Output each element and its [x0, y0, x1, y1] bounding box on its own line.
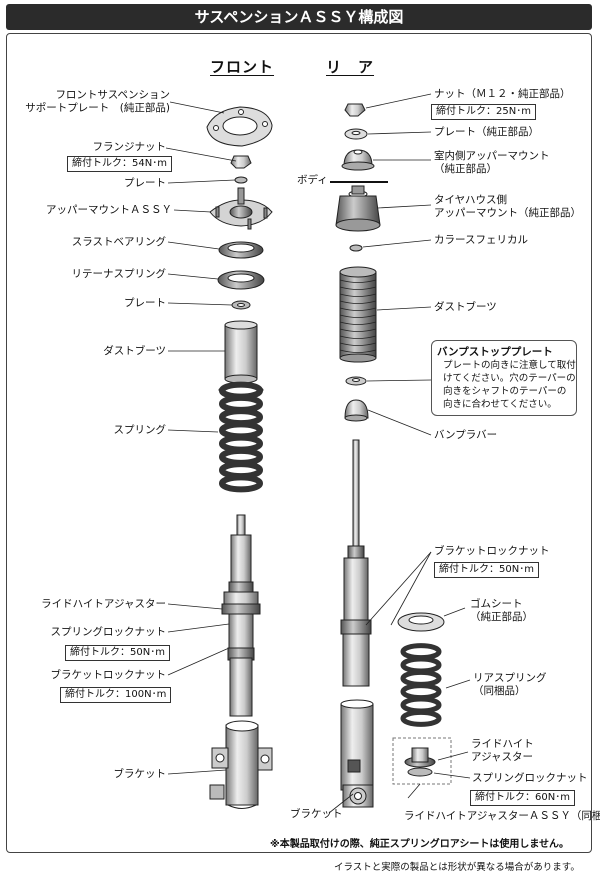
- spring-coil: [219, 421, 263, 440]
- label-rear-bracket: ブラケット: [290, 808, 343, 820]
- label-retainer-spring: リテーナスプリング: [71, 268, 167, 280]
- rear-spring-coils: [400, 643, 442, 727]
- front-upper-mount: [209, 187, 273, 230]
- label-rear-spring-lock-nut: スプリングロックナット: [472, 772, 588, 784]
- label-thrust-bearing: スラストベアリング: [71, 236, 166, 248]
- rear-bump-stop-plate: [345, 376, 367, 386]
- front-section-heading: フロント: [210, 58, 275, 76]
- front-retainer-spring: [217, 270, 265, 290]
- footnote-spring-seat: ※本製品取付けの際、純正スプリングロアシートは使用しません。: [270, 839, 570, 850]
- spring-coil: [219, 381, 263, 400]
- rear-rubber-sheet: [397, 612, 445, 632]
- spring-coil: [400, 696, 442, 714]
- spring-coil: [219, 434, 263, 453]
- dust-boot-rib: [339, 335, 377, 339]
- bump-stop-plate-note-body: プレートの向きに注意して取付 けてください。穴のテーパーの 向きをシャフトのテー…: [443, 360, 576, 410]
- rear-shaft-and-body: [340, 439, 372, 687]
- label-rear-plate: プレート（純正部品）: [434, 126, 539, 138]
- leader-lines: [165, 93, 471, 814]
- label-ride-height-adjuster-assy: ライドハイトアジャスターＡＳＳＹ（同梱品）: [404, 810, 600, 822]
- front-support-plate: [206, 106, 273, 147]
- spring-coil: [400, 709, 442, 727]
- rear-tire-house-mount: [335, 185, 381, 232]
- dust-boot-rib: [339, 307, 377, 311]
- torque-front-bracket-lock-nut: 締付トルク：100N･m: [60, 687, 172, 703]
- footnote-illustration-disclaimer: イラストと実際の製品とは形状が異なる場合があります。: [334, 862, 580, 873]
- front-flange-nut: [230, 155, 252, 169]
- rear-nut: [344, 103, 366, 117]
- spring-coil: [219, 394, 263, 413]
- rear-plate: [344, 128, 368, 140]
- rear-bracket: [340, 699, 374, 808]
- bump-stop-plate-note: バンプストッププレート プレートの向きに注意して取付 けてください。穴のテーパー…: [431, 340, 577, 416]
- label-rear-indoor-mount: 室内側アッパーマウント （純正部品）: [434, 150, 550, 175]
- dust-boot-rib: [339, 286, 377, 290]
- label-rear-bracket-lock-nut: ブラケットロックナット: [434, 545, 550, 557]
- label-collar-spherical: カラースフェリカル: [434, 234, 528, 246]
- dust-boot-rib: [339, 279, 377, 283]
- label-body: ボディ: [297, 174, 328, 186]
- dust-boot-rib: [339, 328, 377, 332]
- label-front-spring: スプリング: [113, 424, 167, 436]
- spring-coil: [400, 656, 442, 674]
- label-front-bracket: ブラケット: [113, 768, 167, 780]
- label-front-plate-lower: プレート: [124, 297, 166, 309]
- dust-boot-rib: [339, 300, 377, 304]
- front-thrust-bearing: [218, 241, 264, 259]
- torque-front-spring-lock-nut: 締付トルク：50N･m: [65, 645, 170, 661]
- rear-collar: [349, 244, 363, 252]
- rear-bump-rubber: [344, 399, 369, 422]
- dust-boot-rib: [339, 349, 377, 353]
- diagram-border: [6, 33, 592, 853]
- spring-coil: [219, 474, 263, 493]
- label-rear-spring: リアスプリング （同梱品）: [473, 672, 547, 697]
- torque-flange-nut: 締付トルク：54N･m: [67, 156, 172, 172]
- front-strut: [221, 514, 261, 717]
- rear-indoor-mount: [341, 149, 375, 171]
- rear-dust-boot: [339, 266, 377, 363]
- front-plate-upper: [234, 176, 248, 184]
- rear-ride-height-adjuster: [404, 747, 436, 777]
- rear-dust-boot-ribs: [339, 279, 377, 353]
- torque-rear-nut: 締付トルク：25N･m: [431, 104, 536, 120]
- dust-boot-rib: [339, 314, 377, 318]
- front-bracket: [209, 720, 273, 809]
- label-front-spring-lock-nut: スプリングロックナット: [50, 626, 167, 638]
- label-upper-mount-assy: アッパーマウントＡＳＳＹ: [46, 204, 172, 216]
- dust-boot-rib: [339, 293, 377, 297]
- spring-coil: [400, 643, 442, 661]
- torque-rear-spring-lock-nut: 締付トルク：60N･m: [470, 790, 575, 806]
- label-bump-rubber: バンプラバー: [434, 429, 498, 441]
- rear-section-heading: リ ア: [326, 58, 375, 76]
- front-dust-boot: [224, 320, 258, 384]
- label-rear-dust-boot: ダストブーツ: [434, 301, 497, 313]
- label-tire-house-mount: タイヤハウス側 アッパーマウント（純正部品）: [434, 194, 581, 219]
- label-rear-nut: ナット（Ｍ１２・純正部品）: [434, 88, 571, 100]
- label-front-plate-upper: プレート: [124, 177, 166, 189]
- spring-coil: [400, 683, 442, 701]
- front-plate-lower: [231, 300, 251, 310]
- label-front-support-plate: フロントサスペンション サポートプレート (純正部品): [25, 89, 170, 114]
- spring-coil: [219, 447, 263, 466]
- front-spring-coils: [219, 381, 263, 493]
- spring-coil: [400, 669, 442, 687]
- dust-boot-rib: [339, 342, 377, 346]
- spring-coil: [219, 461, 263, 480]
- torque-rear-bracket-lock-nut: 締付トルク：50N･m: [434, 562, 539, 578]
- label-front-ride-height-adjuster: ライドハイトアジャスター: [41, 598, 166, 610]
- label-flange-nut: フランジナット: [92, 141, 167, 153]
- label-rubber-sheet: ゴムシート （純正部品）: [470, 598, 533, 623]
- dust-boot-rib: [339, 321, 377, 325]
- bump-stop-plate-title: バンプストッププレート: [437, 346, 553, 358]
- label-front-bracket-lock-nut: ブラケットロックナット: [50, 669, 167, 681]
- label-front-dust-boot: ダストブーツ: [103, 345, 166, 357]
- spring-coil: [219, 408, 263, 427]
- rear-adjuster-dashed-box: [392, 737, 452, 785]
- page-title: サスペンションＡＳＳＹ構成図: [6, 4, 592, 30]
- label-rear-ride-height-adjuster: ライドハイト アジャスター: [471, 738, 534, 763]
